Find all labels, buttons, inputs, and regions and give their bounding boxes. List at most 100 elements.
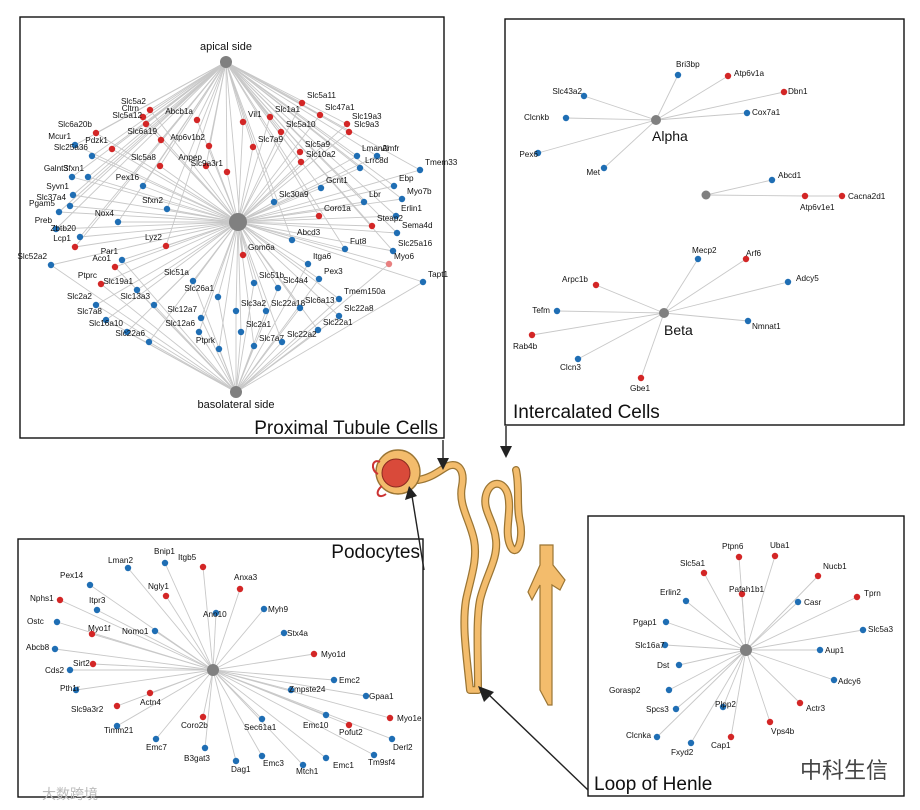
gene-node xyxy=(315,212,323,220)
gene-label: Slc19a1 xyxy=(103,277,133,286)
gene-label: Abcd3 xyxy=(297,228,321,237)
network-edge xyxy=(237,131,282,223)
network-edge xyxy=(212,612,217,671)
network-edge xyxy=(237,221,373,227)
gene-label: Slc22a1 xyxy=(323,318,353,327)
gene-node xyxy=(215,345,223,353)
gene-node xyxy=(111,263,119,271)
gene-node xyxy=(163,205,171,213)
network-edge xyxy=(235,282,255,393)
gene-label: Slc13a3 xyxy=(120,292,150,301)
gene-node xyxy=(89,660,97,668)
gene-node xyxy=(146,689,154,697)
tubule-fill xyxy=(415,462,524,693)
network-edge xyxy=(655,112,748,121)
gene-label: Fut8 xyxy=(350,237,367,246)
gene-label: Slc26a1 xyxy=(184,284,214,293)
gene-node xyxy=(118,256,126,264)
gene-node xyxy=(562,114,570,122)
gene-label: Ptprk xyxy=(196,336,216,345)
gene-node xyxy=(124,564,132,572)
gene-label: B3gat3 xyxy=(184,754,210,763)
gene-node xyxy=(113,702,121,710)
gene-node xyxy=(212,609,220,617)
gene-node xyxy=(353,152,361,160)
network-edge xyxy=(237,221,319,331)
gene-label: Slc52a2 xyxy=(17,252,47,261)
network-edge xyxy=(202,566,214,671)
gene-node xyxy=(373,152,381,160)
network-edge xyxy=(225,61,397,217)
network-edge xyxy=(74,61,227,146)
gene-node xyxy=(335,312,343,320)
network-edge xyxy=(218,348,237,393)
alpha-secondary-hub xyxy=(701,190,711,200)
gene-node xyxy=(784,278,792,286)
gene-label: Sema4d xyxy=(402,221,433,230)
gene-node xyxy=(299,761,307,769)
gene-label: Par1 xyxy=(101,247,119,256)
network-edge xyxy=(54,648,214,671)
network-edge xyxy=(745,575,819,651)
henle-title: Loop of Henle xyxy=(594,774,712,795)
gene-node xyxy=(113,722,121,730)
network-edge xyxy=(225,61,348,125)
network-edge xyxy=(155,669,214,740)
gene-label: Pex3 xyxy=(324,267,343,276)
network-edge xyxy=(202,669,214,718)
gene-node xyxy=(600,164,608,172)
network-edge xyxy=(235,263,390,393)
network-edge xyxy=(166,61,227,210)
gene-node xyxy=(199,713,207,721)
gene-node xyxy=(322,754,330,762)
network-edge xyxy=(237,221,267,312)
gene-label: Ngly1 xyxy=(148,582,169,591)
gene-node xyxy=(674,71,682,79)
gene-node xyxy=(687,739,695,747)
network-edge xyxy=(212,653,315,671)
gene-node xyxy=(662,618,670,626)
gene-label: Gom6a xyxy=(248,243,275,252)
network-edge xyxy=(595,284,665,314)
gene-label: Cox7a1 xyxy=(752,108,781,117)
gene-node xyxy=(93,606,101,614)
gene-node xyxy=(71,141,79,149)
network-edge xyxy=(55,61,227,230)
gene-label: Uba1 xyxy=(770,541,790,550)
network-edge xyxy=(212,669,263,757)
gene-label: Aup1 xyxy=(825,646,845,655)
network-edge xyxy=(117,61,227,223)
gene-node xyxy=(653,733,661,741)
gene-node xyxy=(661,641,669,649)
gene-node xyxy=(580,92,588,100)
gene-node xyxy=(150,301,158,309)
network-edge xyxy=(703,572,747,651)
gene-label: Myo1f xyxy=(88,624,111,633)
network-edge xyxy=(705,194,806,197)
network-edge xyxy=(237,221,242,333)
gene-node xyxy=(780,88,788,96)
network-edge xyxy=(55,221,239,230)
gene-label: Rab4b xyxy=(513,342,538,351)
network-edge xyxy=(663,281,789,314)
network-edge xyxy=(217,296,237,393)
network-edge xyxy=(142,185,239,223)
network-edge xyxy=(237,221,340,317)
gene-label: Gcnt1 xyxy=(326,176,348,185)
network-edge xyxy=(675,649,747,710)
network-edge xyxy=(217,221,239,298)
network-edge xyxy=(663,258,699,314)
gene-node xyxy=(315,275,323,283)
gene-node xyxy=(830,676,838,684)
gene-node xyxy=(92,129,100,137)
gene-label: Clcn3 xyxy=(560,363,581,372)
gene-node xyxy=(386,714,394,722)
network-edge xyxy=(537,119,657,154)
gene-node xyxy=(55,208,63,216)
gene-node xyxy=(145,338,153,346)
gene-label: Dag1 xyxy=(231,765,251,774)
network-edge xyxy=(237,102,303,223)
network-edge xyxy=(235,307,301,393)
gene-label: Slc9a3r2 xyxy=(71,705,104,714)
gene-label: Pofut2 xyxy=(339,728,363,737)
